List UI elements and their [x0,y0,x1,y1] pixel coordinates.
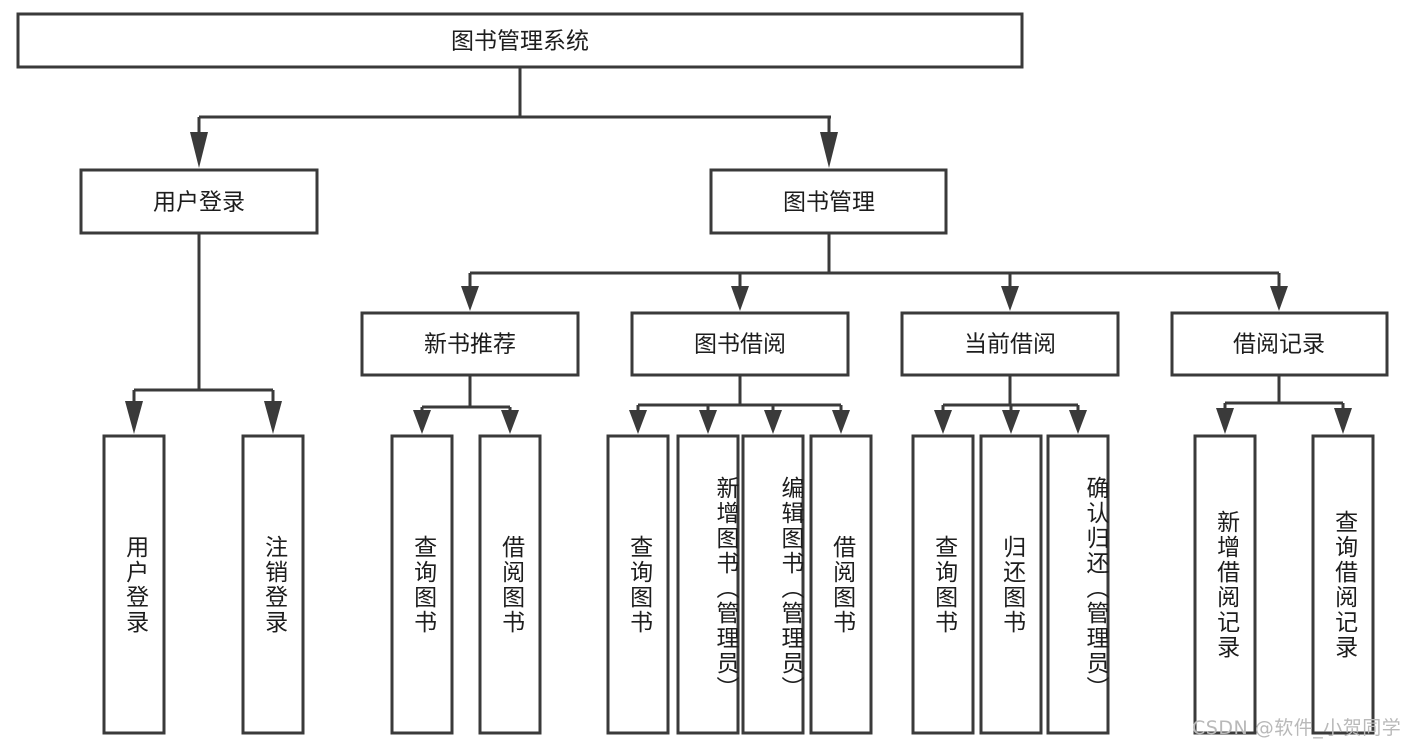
leaf-query-book-3-box[interactable] [911,434,975,735]
node-current-borrow-label: 当前借阅 [964,332,1056,358]
node-root-box[interactable] [16,12,1024,69]
node-book-borrow-box[interactable] [630,311,850,377]
leaf-confirm-return-box[interactable] [1046,434,1110,735]
arrow-to-user-login [190,132,208,168]
node-book-management-box[interactable] [709,168,948,235]
arrow-to-leaf-edit-book [764,410,782,434]
arrow-to-borrow-record [1270,286,1288,311]
node-root[interactable]: 图书管理系统 [16,12,1024,69]
node-user-login-label: 用户登录 [153,190,245,216]
node-user-login[interactable]: 用户登录 [79,168,319,235]
connectors-group [125,67,1352,434]
leaf-borrow-book-1-box[interactable] [478,434,542,735]
arrow-to-leaf-borrow-book-1 [501,410,519,434]
node-borrow-record-label: 借阅记录 [1233,332,1325,358]
arrow-to-leaf-add-record [1216,408,1234,434]
leaf-query-record-box[interactable] [1311,434,1375,735]
arrow-to-leaf-query-book-3 [934,410,952,434]
node-user-login-box[interactable] [79,168,319,235]
arrow-to-current-borrow [1001,286,1019,311]
arrow-to-book-borrow [731,286,749,311]
node-new-book-recommend-label: 新书推荐 [424,332,516,358]
arrow-to-leaf-query-book-2 [629,410,647,434]
leaf-return-book-box[interactable] [979,434,1043,735]
csdn-watermark: CSDN @软件_小贺同学 [1192,717,1402,739]
arrow-to-new-book-recommend [461,286,479,311]
node-book-borrow-label: 图书借阅 [694,332,786,358]
node-current-borrow[interactable]: 当前借阅 [900,311,1120,377]
arrow-to-leaf-confirm-return [1069,410,1087,434]
node-new-book-recommend[interactable]: 新书推荐 [360,311,580,377]
leaf-query-book-2-box[interactable] [606,434,670,735]
node-borrow-record-box[interactable] [1170,311,1389,377]
node-borrow-record[interactable]: 借阅记录 [1170,311,1389,377]
node-current-borrow-box[interactable] [900,311,1120,377]
leaf-user-logout-box[interactable] [241,434,305,735]
node-book-borrow[interactable]: 图书借阅 [630,311,850,377]
node-book-management[interactable]: 图书管理 [709,168,948,235]
leaf-user-login-box[interactable] [102,434,166,735]
leaf-add-record-box[interactable] [1193,434,1257,735]
leaf-borrow-book-2-box[interactable] [809,434,873,735]
arrow-to-book-management [820,132,838,168]
arrow-to-leaf-return-book [1002,410,1020,434]
arrow-to-leaf-query-book-1 [413,410,431,434]
arrow-to-leaf-borrow-book-2 [832,410,850,434]
arrow-to-leaf-user-logout [264,401,282,434]
node-root-label: 图书管理系统 [451,29,589,55]
leaf-boxes-group [102,434,1375,735]
leaf-add-book-box[interactable] [676,434,740,735]
arrow-to-leaf-add-book [699,410,717,434]
node-book-management-label: 图书管理 [783,190,875,216]
leaf-query-book-1-box[interactable] [390,434,454,735]
leaf-edit-book-box[interactable] [741,434,805,735]
node-new-book-recommend-box[interactable] [360,311,580,377]
arrow-to-leaf-query-record [1334,408,1352,434]
arrow-to-leaf-user-login [125,401,143,434]
